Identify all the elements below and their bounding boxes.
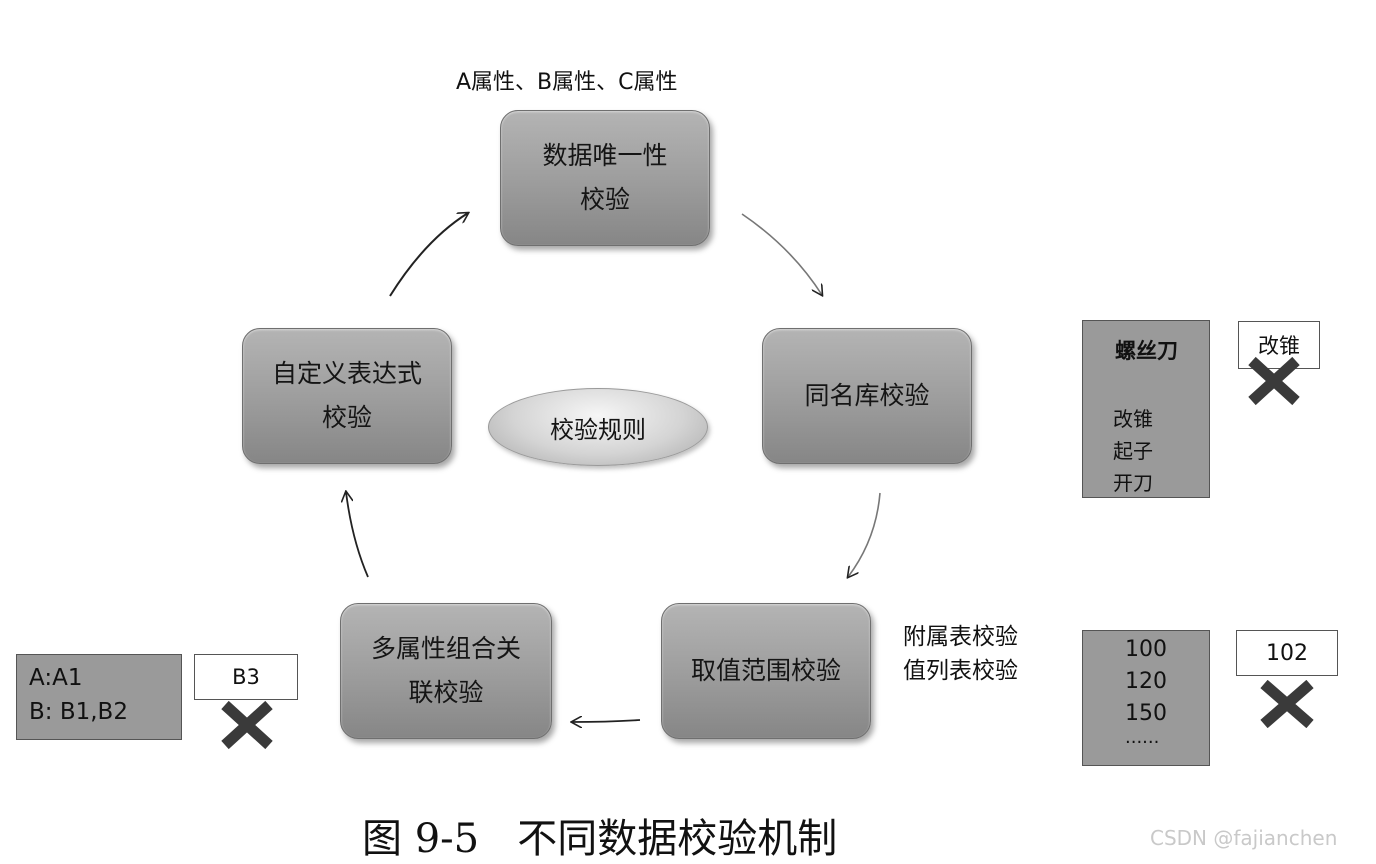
same-library-check-node: 同名库校验 [762, 328, 972, 464]
arrow-multi-attr-to-custom [346, 492, 369, 578]
combination-line: A:A1 [29, 665, 83, 691]
node-line: 校验 [579, 185, 630, 214]
node-line: 多属性组合关 [370, 634, 521, 663]
value-item: ...... [1125, 727, 1160, 748]
node-line: 自定义表达式 [271, 359, 422, 388]
multi-attribute-check-node: 多属性组合关 联校验 [340, 603, 552, 739]
rejected-value: 102 [1266, 640, 1308, 666]
arrow-value-range-to-multi-attr [572, 720, 641, 722]
watermark: CSDN @fajianchen [1150, 826, 1338, 850]
value-item: 120 [1125, 669, 1167, 694]
value-item: 100 [1125, 637, 1167, 662]
node-line: 同名库校验 [804, 381, 930, 410]
synonym-title: 螺丝刀 [1115, 339, 1178, 363]
rejected-value-box: B3 [194, 654, 298, 700]
value-item: 150 [1125, 701, 1167, 726]
arrow-uniqueness-to-same-library [741, 213, 822, 295]
rejected-value-box: 改锥 [1238, 321, 1320, 369]
synonym-item: 改锥 [1113, 407, 1153, 431]
reject-x-icon [221, 700, 273, 750]
validation-rules-hub: 校验规则 [488, 388, 708, 466]
rejected-value: B3 [232, 665, 260, 689]
node-line: 校验 [321, 403, 372, 432]
synonym-item: 开刀 [1113, 471, 1153, 495]
attribute-label: A属性、B属性、C属性 [456, 70, 678, 95]
node-line: 数据唯一性 [542, 141, 668, 170]
rejected-value: 改锥 [1258, 334, 1300, 358]
value-range-check-node: 取值范围校验 [661, 603, 871, 739]
uniqueness-check-node: 数据唯一性 校验 [500, 110, 710, 246]
value-range-caption-line: 附属表校验 [903, 624, 1018, 650]
attribute-combination-box: A:A1 B: B1,B2 [16, 654, 182, 740]
rejected-value-box: 102 [1236, 630, 1338, 676]
value-list-box: 100 120 150 ...... [1082, 630, 1210, 766]
custom-expression-check-node: 自定义表达式 校验 [242, 328, 452, 464]
reject-x-icon [1248, 356, 1300, 406]
value-range-caption-line: 值列表校验 [903, 658, 1018, 684]
node-line: 联校验 [408, 678, 484, 707]
figure-caption: 图 9-5 不同数据校验机制 [362, 816, 838, 862]
synonym-item: 起子 [1113, 439, 1153, 463]
combination-line: B: B1,B2 [29, 699, 128, 725]
reject-x-icon [1260, 680, 1314, 728]
hub-label: 校验规则 [550, 415, 646, 444]
arrow-custom-to-uniqueness [389, 213, 468, 297]
node-line: 取值范围校验 [690, 656, 841, 685]
synonym-list-box: 螺丝刀 改锥 起子 开刀 [1082, 320, 1210, 498]
arrow-same-library-to-value-range [848, 492, 881, 577]
